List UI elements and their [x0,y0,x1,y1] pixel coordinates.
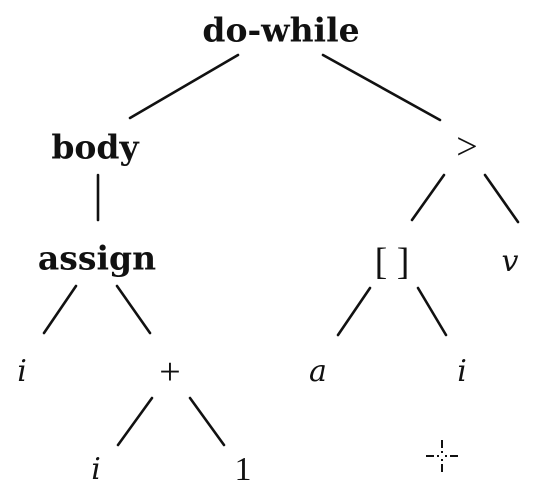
node-body: body [51,127,139,167]
crosshair-cursor-icon [426,440,458,472]
node-index: [ ] [374,241,410,283]
node-do-while: do-while [202,10,360,50]
node-v: v [501,244,519,279]
node-one: 1 [234,451,252,488]
edge-index-a [336,286,372,337]
edge-index-i [416,286,448,337]
node-assign: assign [37,238,157,278]
node-gt: > [456,126,478,168]
node-a: a [309,354,327,389]
edge-dowhile-body [128,53,240,120]
node-i-inner: i [91,452,101,487]
edge-assign-i [42,284,78,335]
edge-dowhile-gt [321,53,442,122]
node-plus: + [159,351,181,393]
node-i-index: i [457,354,467,389]
edge-assign-plus [115,284,152,335]
edge-plus-one [188,396,226,447]
edge-gt-index [410,173,446,222]
edge-plus-i [116,396,154,447]
edge-gt-v [483,173,520,224]
node-i-left: i [17,354,27,389]
